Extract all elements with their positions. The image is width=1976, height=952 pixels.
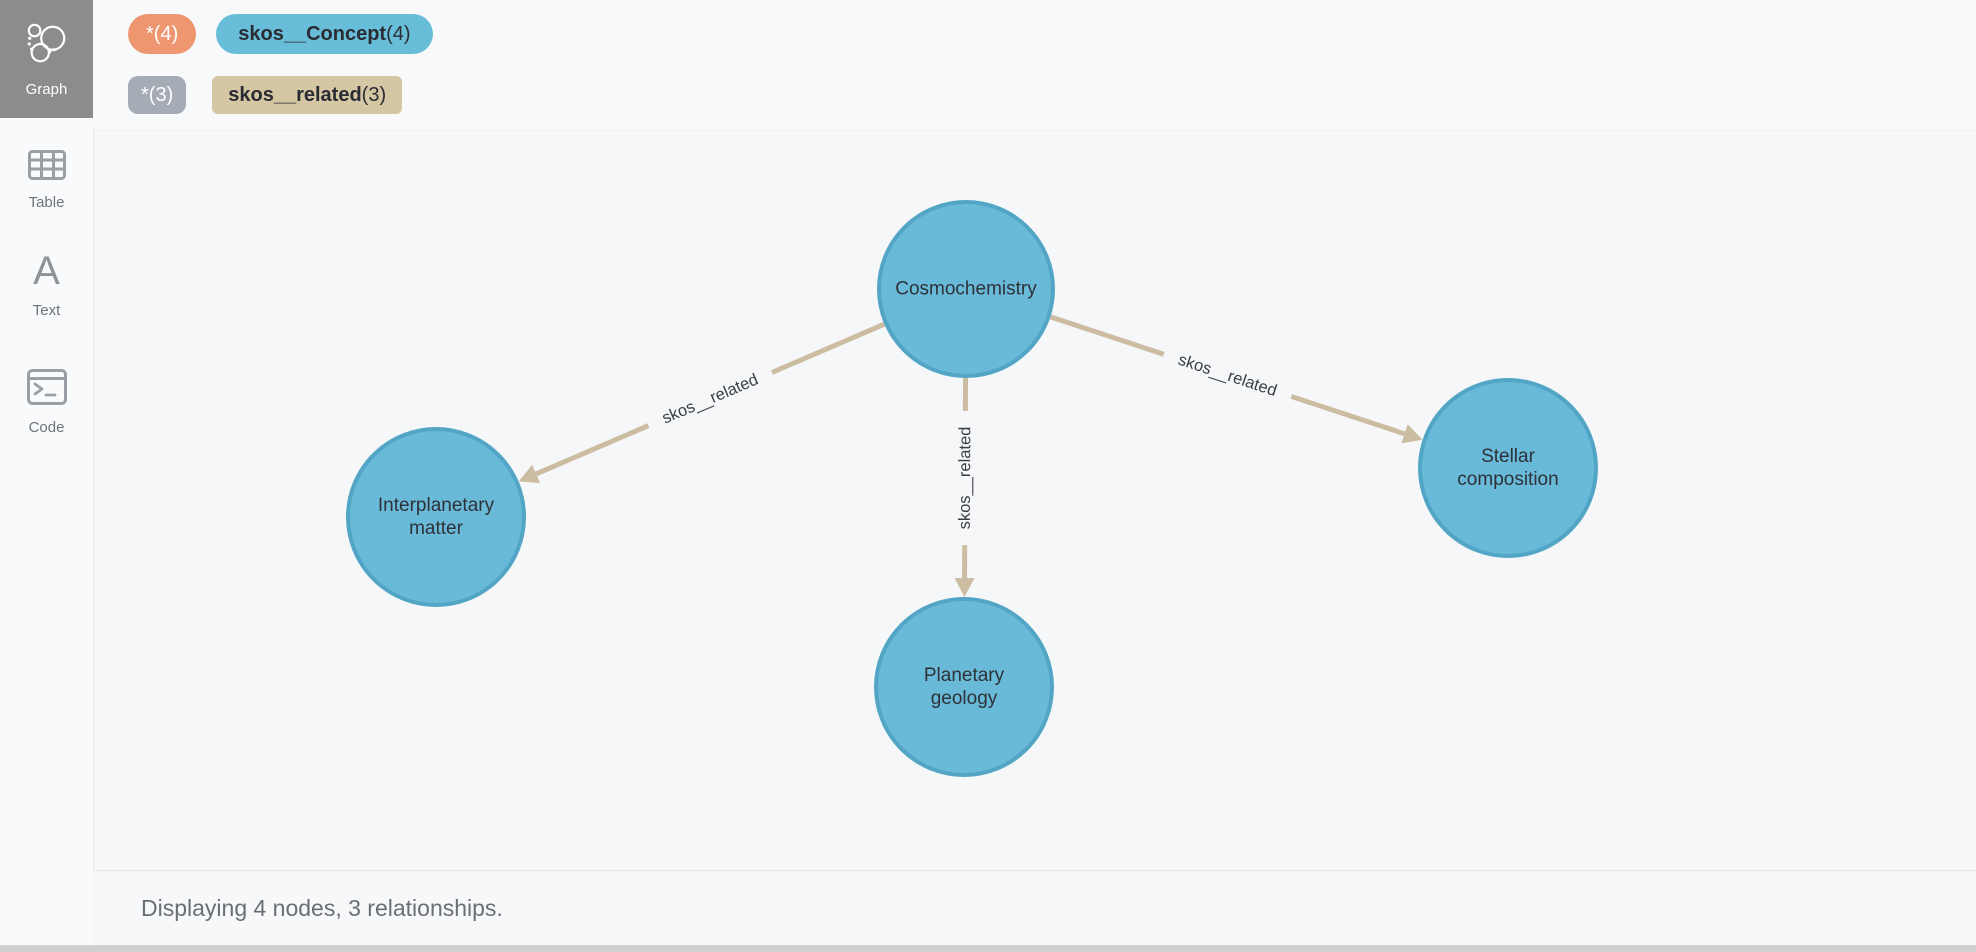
tab-text-label: Text <box>32 302 61 319</box>
node-legend-row: *(4) skos__Concept(4) <box>128 14 1976 54</box>
node-label-chip[interactable]: skos__Concept(4) <box>216 14 433 54</box>
legend: *(4) skos__Concept(4) *(3) skos__related… <box>93 0 1976 130</box>
tab-table[interactable]: Table <box>0 150 93 211</box>
relationship-type-label: skos__related <box>659 370 760 427</box>
graph-relationship[interactable]: skos__related <box>954 377 975 598</box>
text-icon: A <box>33 249 60 293</box>
graph-icon <box>24 21 70 72</box>
window-bottom-edge <box>0 945 1976 952</box>
graph-node[interactable]: Cosmochemistry <box>877 200 1055 378</box>
code-icon <box>26 369 67 410</box>
graph-canvas[interactable]: skos__related skos__related skos__related C… <box>93 130 1976 870</box>
tab-graph[interactable]: Graph <box>0 0 93 118</box>
relationship-type-chip[interactable]: skos__related(3) <box>212 76 403 114</box>
tab-code[interactable]: Code <box>0 369 93 436</box>
graph-visualization[interactable]: skos__related skos__related skos__related C… <box>94 131 1976 870</box>
relationship-legend-row: *(3) skos__related(3) <box>128 76 1976 114</box>
graph-relationship[interactable]: skos__related <box>1049 314 1423 444</box>
tab-code-label: Code <box>28 419 65 436</box>
relationship-type-label: skos__related <box>956 427 975 530</box>
status-bar: Displaying 4 nodes, 3 relationships. <box>93 870 1976 945</box>
graph-relationship[interactable]: skos__related <box>518 321 886 484</box>
relationship-type-label: skos__related <box>1176 351 1279 400</box>
view-mode-sidebar: Graph Table A Text <box>0 0 93 945</box>
tab-graph-label: Graph <box>25 80 68 98</box>
tab-table-label: Table <box>28 194 65 211</box>
node-count-chip[interactable]: *(4) <box>128 14 197 54</box>
status-text: Displaying 4 nodes, 3 relationships. <box>141 894 503 921</box>
main-panel: *(4) skos__Concept(4) *(3) skos__related… <box>93 0 1976 945</box>
tab-text[interactable]: A Text <box>0 249 93 319</box>
relationship-count-chip[interactable]: *(3) <box>128 76 187 114</box>
table-icon <box>27 150 66 185</box>
